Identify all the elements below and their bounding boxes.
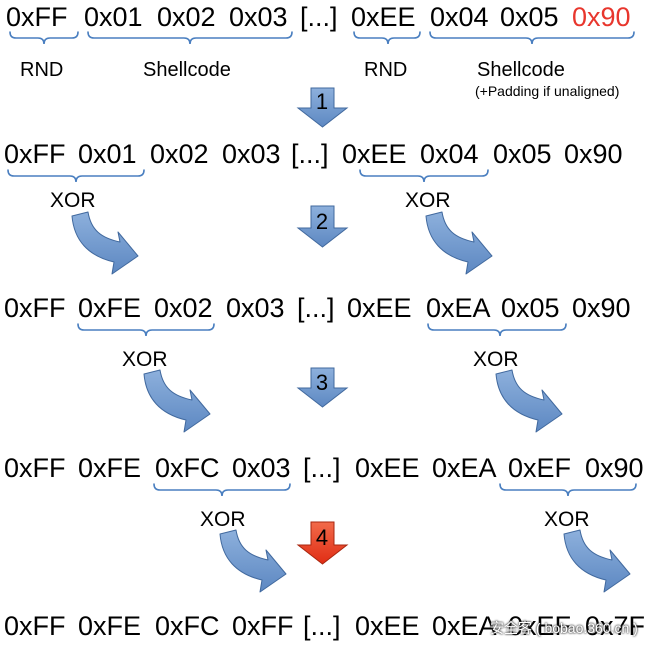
byte-2-6: 0xEE (342, 139, 407, 169)
brace-shellcode-2 (429, 31, 635, 45)
curved-arrow-step3-left (143, 369, 211, 433)
shellcode-label-2: Shellcode (477, 59, 565, 81)
brace-row3-right (427, 323, 567, 337)
step-arrow-2 (296, 205, 349, 248)
byte-3-7: 0xEA (426, 293, 491, 323)
byte-1-7: 0x04 (430, 2, 489, 32)
step-number-4: 4 (315, 525, 329, 550)
byte-4-9: 0x90 (585, 453, 644, 483)
byte-5-6: 0xEE (355, 611, 420, 641)
curved-arrow-step3-right (495, 369, 563, 433)
byte-2-7: 0x04 (420, 139, 479, 169)
byte-4-4: 0x03 (232, 453, 291, 483)
byte-5-5: [...] (303, 611, 341, 641)
brace-shellcode-1 (87, 31, 293, 45)
byte-5-9: 0x7F (585, 611, 646, 641)
byte-3-5: [...] (297, 293, 335, 323)
byte-5-2: 0xFE (78, 611, 142, 641)
shellcode-label-1: Shellcode (143, 59, 231, 81)
byte-3-3: 0x02 (154, 293, 213, 323)
byte-4-2: 0xFE (78, 453, 142, 483)
byte-4-5: [...] (303, 453, 341, 483)
brace-rnd-2 (353, 31, 421, 45)
curved-arrow-step2-left (71, 211, 139, 275)
byte-3-2: 0xFE (78, 293, 142, 323)
watermark: 安全客 ( bobao.360.cn ) (490, 620, 638, 636)
brace-row2-left (7, 169, 145, 183)
byte-4-7: 0xEA (432, 453, 497, 483)
byte-2-4: 0x03 (222, 139, 281, 169)
byte-3-6: 0xEE (347, 293, 412, 323)
byte-5-3: 0xFC (155, 611, 220, 641)
curved-arrow-step2-right (425, 211, 493, 275)
byte-5-7: 0xEA (432, 611, 497, 641)
byte-1-5: [...] (300, 2, 338, 32)
xor-label-step3-right: XOR (473, 348, 519, 371)
byte-3-9: 0x90 (572, 293, 631, 323)
curved-arrow-step4-right (563, 529, 631, 593)
byte-5-8: 0xEF (508, 611, 572, 641)
byte-5-4: 0xFF (232, 611, 294, 641)
byte-1-9-highlighted: 0x90 (572, 2, 631, 32)
xor-label-step4-left: XOR (200, 508, 246, 531)
byte-5-1: 0xFF (4, 611, 66, 641)
step-number-1: 1 (315, 89, 329, 114)
padding-note: (+Padding if unaligned) (475, 83, 620, 99)
byte-1-6: 0xEE (351, 2, 416, 32)
brace-row2-right (359, 169, 489, 183)
brace-row4-right (499, 483, 637, 497)
step-arrow-3 (296, 367, 349, 408)
rnd-label-1: RND (20, 59, 64, 81)
byte-1-2: 0x01 (84, 2, 143, 32)
byte-2-3: 0x02 (150, 139, 209, 169)
xor-label-step2-right: XOR (405, 189, 451, 212)
byte-2-9: 0x90 (564, 139, 623, 169)
step-number-3: 3 (315, 370, 329, 395)
curved-arrow-step4-left (219, 529, 287, 593)
rnd-label-2: RND (364, 59, 408, 81)
byte-3-1: 0xFF (4, 293, 66, 323)
byte-1-4: 0x03 (229, 2, 288, 32)
xor-label-step3-left: XOR (122, 348, 168, 371)
byte-4-8: 0xEF (508, 453, 572, 483)
step-arrow-4 (296, 521, 349, 565)
byte-3-4: 0x03 (226, 293, 285, 323)
byte-2-8: 0x05 (493, 139, 552, 169)
byte-1-1: 0xFF (6, 2, 68, 32)
byte-4-6: 0xEE (355, 453, 420, 483)
byte-1-3: 0x02 (157, 2, 216, 32)
byte-4-3: 0xFC (155, 453, 220, 483)
byte-1-8: 0x05 (500, 2, 559, 32)
step-number-2: 2 (315, 209, 329, 234)
byte-4-1: 0xFF (4, 453, 66, 483)
byte-2-2: 0x01 (78, 139, 137, 169)
xor-label-step4-right: XOR (544, 508, 590, 531)
brace-row3-left (77, 323, 215, 337)
byte-2-1: 0xFF (4, 139, 66, 169)
byte-2-5: [...] (291, 139, 329, 169)
brace-row4-left (153, 483, 291, 497)
byte-3-8: 0x05 (501, 293, 560, 323)
step-arrow-1 (296, 87, 349, 128)
xor-label-step2-left: XOR (50, 189, 96, 212)
brace-rnd-1 (9, 31, 79, 45)
